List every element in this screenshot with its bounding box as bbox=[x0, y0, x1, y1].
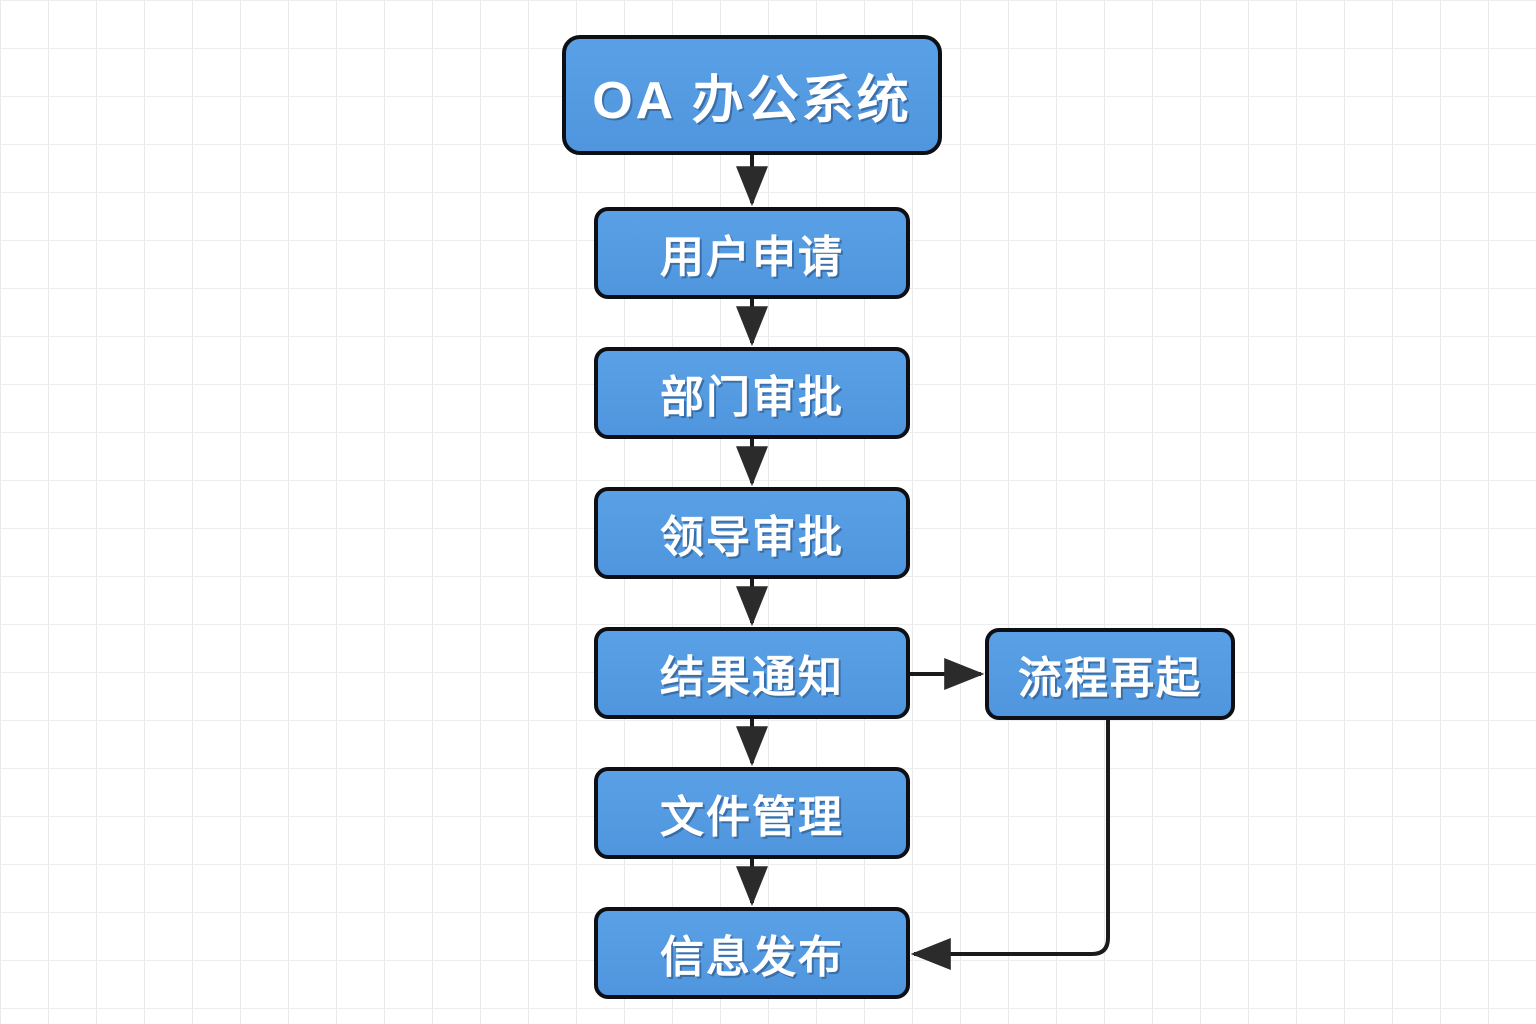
node-label: 信息发布 bbox=[660, 933, 844, 982]
node-process-restart[interactable]: 流程再起 bbox=[985, 628, 1235, 720]
node-label: 文件管理 bbox=[660, 793, 844, 842]
node-result-notify[interactable]: 结果通知 bbox=[594, 627, 910, 719]
node-leader-approval[interactable]: 领导审批 bbox=[594, 487, 910, 579]
edge-restart-to-publish bbox=[910, 720, 1110, 970]
node-label: 结果通知 bbox=[660, 653, 844, 702]
node-label: 领导审批 bbox=[660, 513, 844, 562]
node-label: OA 办公系统 bbox=[592, 71, 912, 130]
node-user-apply[interactable]: 用户申请 bbox=[594, 207, 910, 299]
node-file-management[interactable]: 文件管理 bbox=[594, 767, 910, 859]
node-label: 部门审批 bbox=[660, 373, 844, 422]
node-department-approval[interactable]: 部门审批 bbox=[594, 347, 910, 439]
node-label: 流程再起 bbox=[1018, 654, 1202, 703]
node-info-publish[interactable]: 信息发布 bbox=[594, 907, 910, 999]
node-label: 用户申请 bbox=[660, 233, 844, 282]
node-oa-system[interactable]: OA 办公系统 bbox=[562, 35, 942, 155]
